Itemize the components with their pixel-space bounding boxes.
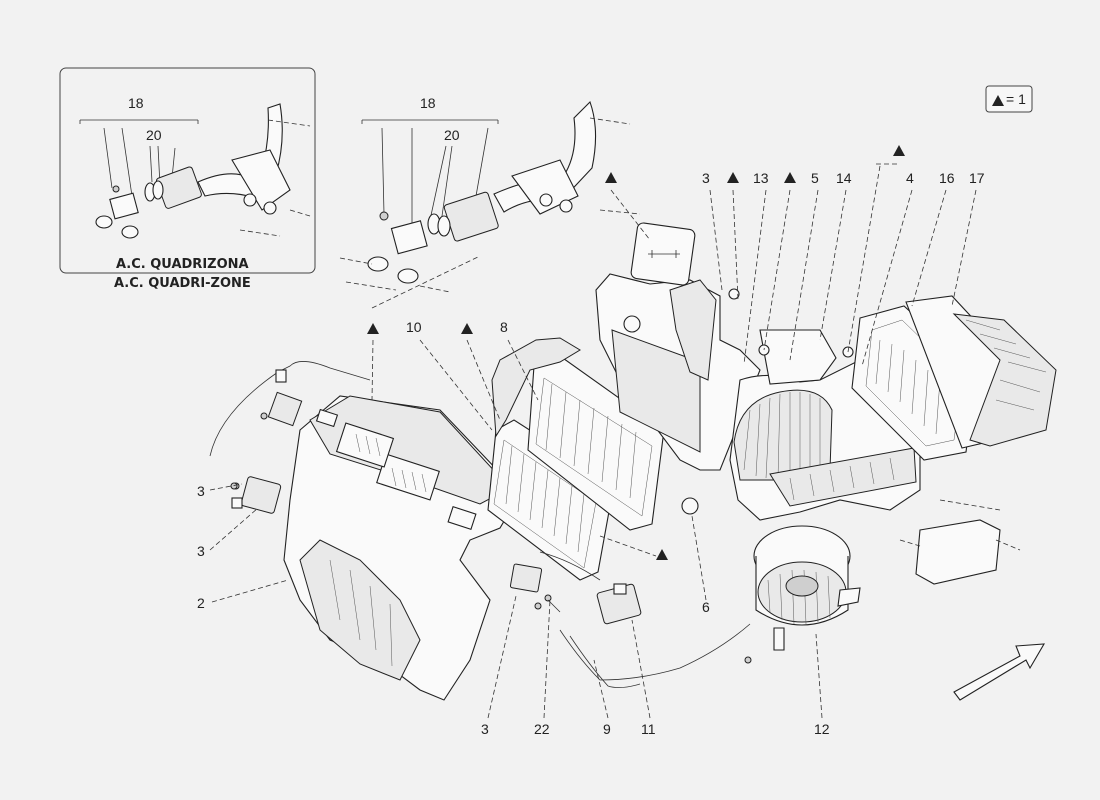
label-22: 22 [534, 721, 550, 737]
triangle-markers [367, 145, 905, 560]
label-17: 17 [969, 170, 985, 186]
triangle-marker-icon [656, 549, 668, 560]
label-9: 9 [603, 721, 611, 737]
legend-text: = 1 [1006, 91, 1026, 107]
direction-arrow-icon [953, 643, 1046, 701]
label-16: 16 [939, 170, 955, 186]
legend-box: = 1 [985, 85, 1033, 113]
inset-pipes [197, 103, 311, 237]
evaporator [491, 337, 665, 531]
label-18: 18 [420, 95, 436, 111]
label-3-top: 3 [702, 170, 710, 186]
label-2: 2 [197, 595, 205, 611]
triangle-marker-icon [605, 172, 617, 183]
expansion-valve-group: 18 20 [339, 95, 641, 309]
triangle-marker-icon [992, 95, 1004, 106]
label-14: 14 [836, 170, 852, 186]
blower-motor [753, 525, 861, 651]
wiring-harness [230, 482, 752, 688]
inset-quadri-zone: 18 20 A.C. QUADRIZONA A.C. QUADRI-ZONE [59, 67, 316, 291]
triangle-marker-icon [461, 323, 473, 334]
inset-label-18: 18 [128, 95, 144, 111]
filter-panel-17 [905, 295, 1057, 449]
triangle-marker-icon [367, 323, 379, 334]
left-actuators [209, 361, 371, 514]
label-12: 12 [814, 721, 830, 737]
label-10: 10 [406, 319, 422, 335]
label-4: 4 [906, 170, 914, 186]
label-13: 13 [753, 170, 769, 186]
heater-core [487, 419, 615, 581]
leader-lines [209, 163, 977, 719]
label-20: 20 [444, 127, 460, 143]
triangle-marker-icon [784, 172, 796, 183]
label-3-left-a: 3 [197, 483, 205, 499]
label-6: 6 [702, 599, 710, 615]
label-5: 5 [811, 170, 819, 186]
label-3-bottom: 3 [481, 721, 489, 737]
label-11: 11 [641, 721, 656, 737]
label-3-left-b: 3 [197, 543, 205, 559]
hvac-housing-left [283, 395, 521, 701]
inset-label-20: 20 [146, 127, 162, 143]
center-case [595, 222, 761, 515]
triangle-marker-icon [727, 172, 739, 183]
inset-expansion-valve [95, 166, 202, 239]
control-module [899, 499, 1021, 585]
inset-caption-2: A.C. QUADRI-ZONE [114, 276, 251, 291]
part-labels: 3 13 5 14 4 16 17 10 8 3 3 2 6 3 22 9 11… [197, 170, 985, 737]
label-8: 8 [500, 319, 508, 335]
inset-caption-1: A.C. QUADRIZONA [116, 257, 249, 272]
triangle-marker-icon [893, 145, 905, 156]
